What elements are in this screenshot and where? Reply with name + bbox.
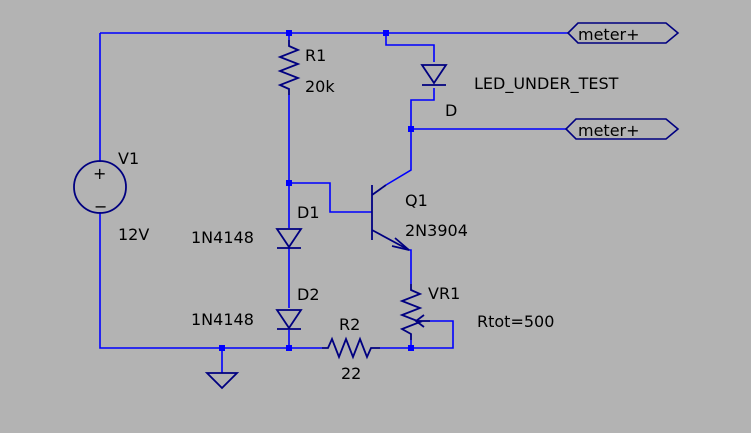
led-d-label: D [445, 101, 457, 120]
r1-resistor[interactable] [277, 40, 301, 95]
net-flag-meter-top[interactable]: meter+ [566, 22, 680, 44]
wires [99, 32, 568, 373]
wire-base [289, 182, 372, 213]
led-name-label: LED_UNDER_TEST [474, 74, 619, 94]
r1-name-label: R1 [305, 46, 326, 65]
q1-value-label: 2N3904 [405, 221, 468, 240]
d1-name-label: D1 [297, 203, 320, 222]
d1-diode[interactable] [275, 228, 303, 249]
d2-diode[interactable] [275, 309, 303, 330]
r2-resistor[interactable] [322, 336, 380, 360]
wire-r2-right [380, 320, 454, 349]
junction-d2-bottom [286, 345, 292, 351]
q1-name-label: Q1 [405, 191, 428, 210]
led-under-test-diode[interactable] [420, 64, 448, 86]
vr1-name-label: VR1 [428, 284, 460, 303]
d2-value-label: 1N4148 [191, 310, 254, 329]
vr1-potentiometer[interactable] [399, 284, 430, 340]
vr1-value-label: Rtot=500 [477, 312, 554, 331]
v1-minus-sign: − [94, 197, 107, 216]
v1-plus-sign: + [93, 164, 106, 183]
net-flag-meter-mid-label: meter+ [578, 121, 640, 140]
d2-name-label: D2 [297, 285, 320, 304]
q1-transistor[interactable] [371, 184, 410, 251]
wire-collector [385, 129, 412, 186]
d1-value-label: 1N4148 [191, 228, 254, 247]
wire-led-top [385, 33, 435, 62]
r2-value-label: 22 [341, 364, 361, 383]
junction-ground [219, 345, 225, 351]
net-flag-meter-top-label: meter+ [578, 25, 640, 44]
v1-voltage-source[interactable]: + − [73, 160, 127, 216]
v1-name-label: V1 [118, 149, 139, 168]
v1-value-label: 12V [118, 225, 149, 244]
wire-led-bottom [410, 88, 435, 129]
junction-collector [408, 126, 414, 132]
r2-name-label: R2 [339, 315, 360, 334]
junction-vr1-bottom [408, 345, 414, 351]
junctions [219, 30, 414, 351]
junction-base [286, 180, 292, 186]
junction-top-led [383, 30, 389, 36]
junction-top-r1 [286, 30, 292, 36]
wire-emitter [409, 249, 412, 284]
ground-symbol [204, 372, 240, 390]
r1-value-label: 20k [305, 77, 335, 96]
wire-left-bottom [99, 212, 322, 349]
net-flag-meter-mid[interactable]: meter+ [564, 118, 680, 140]
